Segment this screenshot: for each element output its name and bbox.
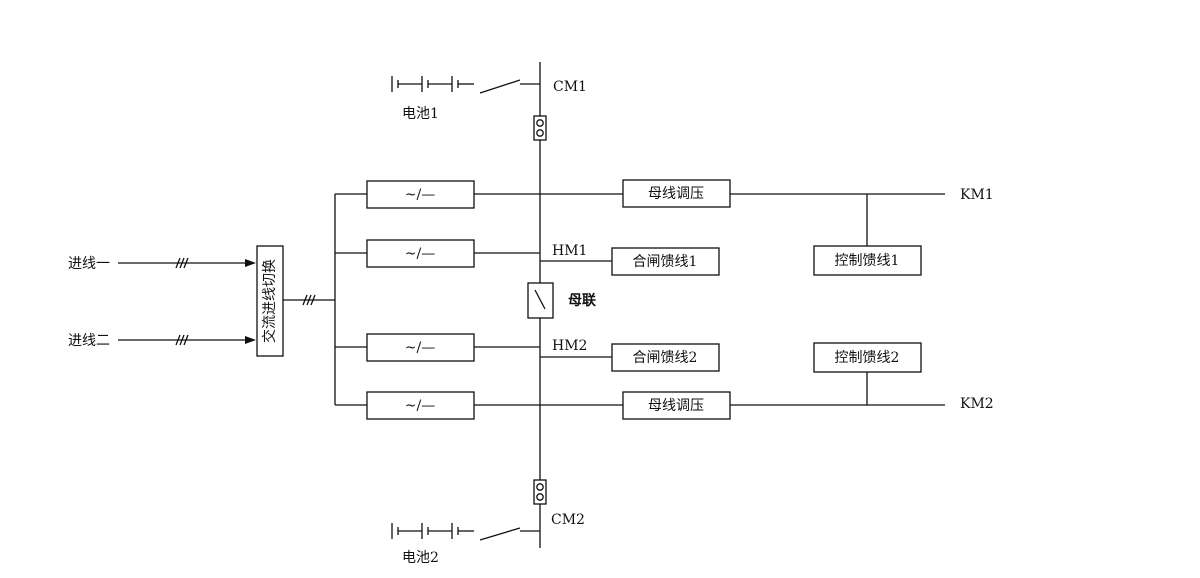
- fuse-bottom-symbol: [533, 479, 547, 505]
- bus-regulator-bottom-box: [622, 391, 731, 420]
- incoming-line-2-label: 进线二: [68, 333, 110, 349]
- bus-km1-label: KM1: [960, 187, 994, 203]
- control-feeder-2-label: 控制馈线2: [835, 350, 900, 366]
- node-cm1-label: CM1: [553, 79, 587, 95]
- rectifier-1-box: [366, 180, 475, 209]
- rectifier-2-box: [366, 239, 475, 268]
- rectifier-3-box: [366, 333, 475, 362]
- rectifier-1-label: ~/—: [405, 187, 435, 203]
- fuse-top-symbol: [533, 115, 547, 141]
- bus-tie-label: 母联: [568, 293, 597, 309]
- rectifier-4-box: [366, 391, 475, 420]
- closing-feeder-1-label: 合闸馈线1: [633, 254, 698, 270]
- bus-hm2-label: HM2: [552, 338, 587, 354]
- control-feeder-1-label: 控制馈线1: [835, 253, 900, 269]
- control-feeder-1-box: [813, 245, 922, 276]
- battery-2-symbol: [391, 523, 540, 541]
- battery-1-symbol: [391, 76, 540, 94]
- ac-switch-box: [256, 245, 284, 357]
- bus-tie-contact-icon: [534, 289, 546, 310]
- incoming-line-1-label: 进线一: [68, 256, 110, 272]
- three-phase-mark-1-icon: [175, 257, 189, 269]
- rectifier-4-label: ~/—: [405, 398, 435, 414]
- bus-regulator-bottom-label: 母线调压: [648, 398, 704, 414]
- rectifier-3-label: ~/—: [405, 340, 435, 356]
- battery-1-label: 电池1: [402, 106, 439, 122]
- bus-km2-label: KM2: [960, 396, 994, 412]
- closing-feeder-1-box: [611, 247, 720, 276]
- battery-2-label: 电池2: [402, 550, 439, 566]
- three-phase-mark-3-icon: [302, 294, 316, 306]
- closing-feeder-2-box: [611, 343, 720, 372]
- three-phase-mark-2-icon: [175, 334, 189, 346]
- bus-regulator-top-label: 母线调压: [648, 186, 704, 202]
- node-cm2-label: CM2: [551, 512, 585, 528]
- rectifier-2-label: ~/—: [405, 246, 435, 262]
- incoming-line-2-arrow-icon: [245, 336, 256, 344]
- control-feeder-2-box: [813, 342, 922, 373]
- bus-regulator-top-box: [622, 179, 731, 208]
- bus-hm1-label: HM1: [552, 243, 587, 259]
- ac-switch-label: 交流进线切换: [261, 259, 278, 343]
- closing-feeder-2-label: 合闸馈线2: [633, 350, 698, 366]
- incoming-line-1-arrow-icon: [245, 259, 256, 267]
